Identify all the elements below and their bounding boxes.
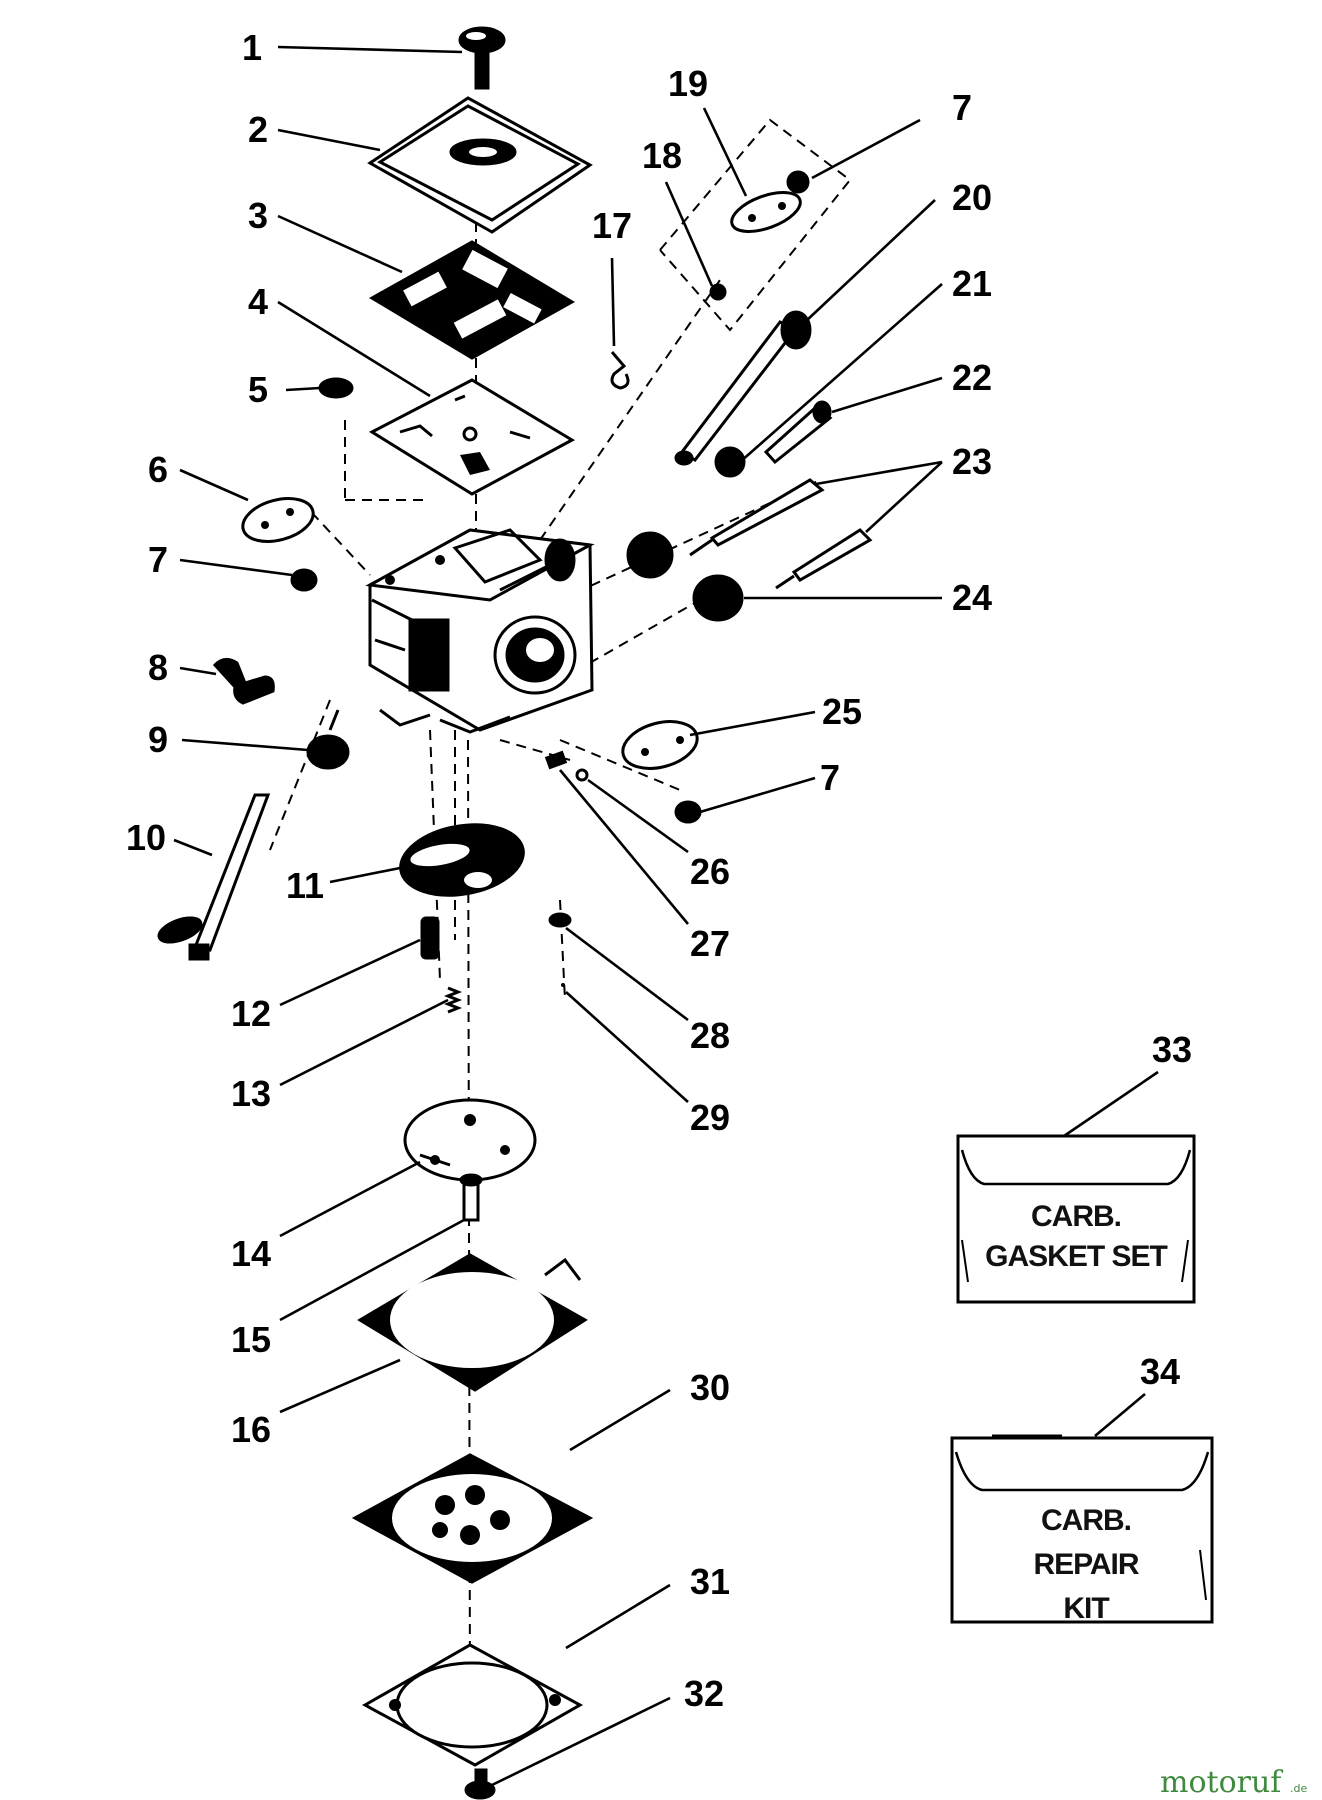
parts xyxy=(157,26,873,1800)
callout-9: 9 xyxy=(148,719,168,760)
part-spring-9 xyxy=(306,709,350,770)
callout-29: 29 xyxy=(690,1097,730,1138)
part-screw-7b xyxy=(786,170,810,194)
watermark-logo: motoruf xyxy=(1160,1765,1283,1800)
callout-33: 33 xyxy=(1152,1029,1192,1070)
part-spring-27 xyxy=(544,750,568,770)
part-needle-22 xyxy=(763,400,833,465)
callout-2: 2 xyxy=(248,109,268,150)
part-shaft-10 xyxy=(157,793,271,961)
callout-7-left: 7 xyxy=(148,539,168,580)
callout-16: 16 xyxy=(231,1409,271,1450)
part-washer-28 xyxy=(548,912,572,928)
part-screw-1 xyxy=(458,26,506,90)
callout-24: 24 xyxy=(952,577,992,618)
part-lever-19 xyxy=(730,191,802,233)
callout-4: 4 xyxy=(248,281,268,322)
part-spring-23c xyxy=(626,531,674,579)
callout-26: 26 xyxy=(690,851,730,892)
callout-31: 31 xyxy=(690,1561,730,1602)
part-fitting-8 xyxy=(212,658,275,705)
part-shaft-20 xyxy=(674,310,812,466)
part-needle-12 xyxy=(420,916,440,960)
part-plate-6 xyxy=(241,497,315,543)
part-ball-29 xyxy=(561,983,565,987)
callout-27: 27 xyxy=(690,923,730,964)
part-diaphragm-30 xyxy=(351,1453,594,1584)
repair-kit-line-2: REPAIR xyxy=(1033,1548,1139,1581)
callout-23: 23 xyxy=(952,441,992,482)
part-gasket-3 xyxy=(369,240,575,360)
part-screw-7a xyxy=(290,568,318,592)
kit-repair-kit: 34 CARB. REPAIR KIT xyxy=(950,1351,1214,1625)
callout-13: 13 xyxy=(231,1073,271,1114)
callout-1: 1 xyxy=(242,27,262,68)
part-gasket-31 xyxy=(361,1643,584,1767)
callout-22: 22 xyxy=(952,357,992,398)
callout-21: 21 xyxy=(952,263,992,304)
callout-17: 17 xyxy=(592,205,632,246)
part-spring-24 xyxy=(692,574,744,622)
leader-lines xyxy=(173,45,943,1787)
part-carburetor-body xyxy=(365,528,595,734)
callout-numbers: 1 2 3 4 5 6 7 7 8 9 10 11 12 13 14 15 16… xyxy=(126,27,992,1714)
part-nut-18 xyxy=(709,283,727,301)
gasket-set-line-2: GASKET SET xyxy=(985,1240,1167,1273)
part-cap-5 xyxy=(318,377,354,399)
part-disc-14 xyxy=(403,1098,537,1182)
callout-25: 25 xyxy=(822,691,862,732)
callout-32: 32 xyxy=(684,1673,724,1714)
callout-20: 20 xyxy=(952,177,992,218)
kit-gasket-set: 33 CARB. GASKET SET xyxy=(956,1029,1196,1304)
callout-34: 34 xyxy=(1140,1351,1180,1392)
part-plate-4 xyxy=(368,378,576,496)
part-screw-7c xyxy=(674,800,702,824)
repair-kit-line-3: KIT xyxy=(1063,1592,1109,1625)
gasket-set-line-1: CARB. xyxy=(1031,1200,1121,1233)
callout-19: 19 xyxy=(668,63,708,104)
callout-15: 15 xyxy=(231,1319,271,1360)
callout-10: 10 xyxy=(126,817,166,858)
part-needle-23a xyxy=(689,478,825,557)
part-spring-13 xyxy=(443,986,463,1014)
part-ball-26 xyxy=(575,768,589,782)
callout-7-top-right: 7 xyxy=(952,87,972,128)
callout-8: 8 xyxy=(148,647,168,688)
part-lever-11 xyxy=(399,823,525,897)
part-clip-17 xyxy=(610,351,630,390)
part-plate-25 xyxy=(621,720,699,770)
part-screw-32 xyxy=(464,1768,496,1800)
callout-3: 3 xyxy=(248,195,268,236)
part-needle-23b xyxy=(775,528,873,590)
callout-12: 12 xyxy=(231,993,271,1034)
watermark-tld: .de xyxy=(1290,1782,1307,1795)
callout-18: 18 xyxy=(642,135,682,176)
part-pin-15 xyxy=(459,1173,483,1222)
callout-7-right: 7 xyxy=(820,757,840,798)
callout-6: 6 xyxy=(148,449,168,490)
callout-11: 11 xyxy=(286,865,324,906)
callout-30: 30 xyxy=(690,1367,730,1408)
watermark: motoruf .de xyxy=(1160,1765,1307,1800)
callout-14: 14 xyxy=(231,1233,271,1274)
repair-kit-line-1: CARB. xyxy=(1041,1504,1131,1537)
part-gasket-16 xyxy=(357,1253,588,1392)
callout-28: 28 xyxy=(690,1015,730,1056)
part-cover-2 xyxy=(367,96,593,234)
callout-5: 5 xyxy=(248,369,268,410)
part-spring-21 xyxy=(714,446,746,478)
